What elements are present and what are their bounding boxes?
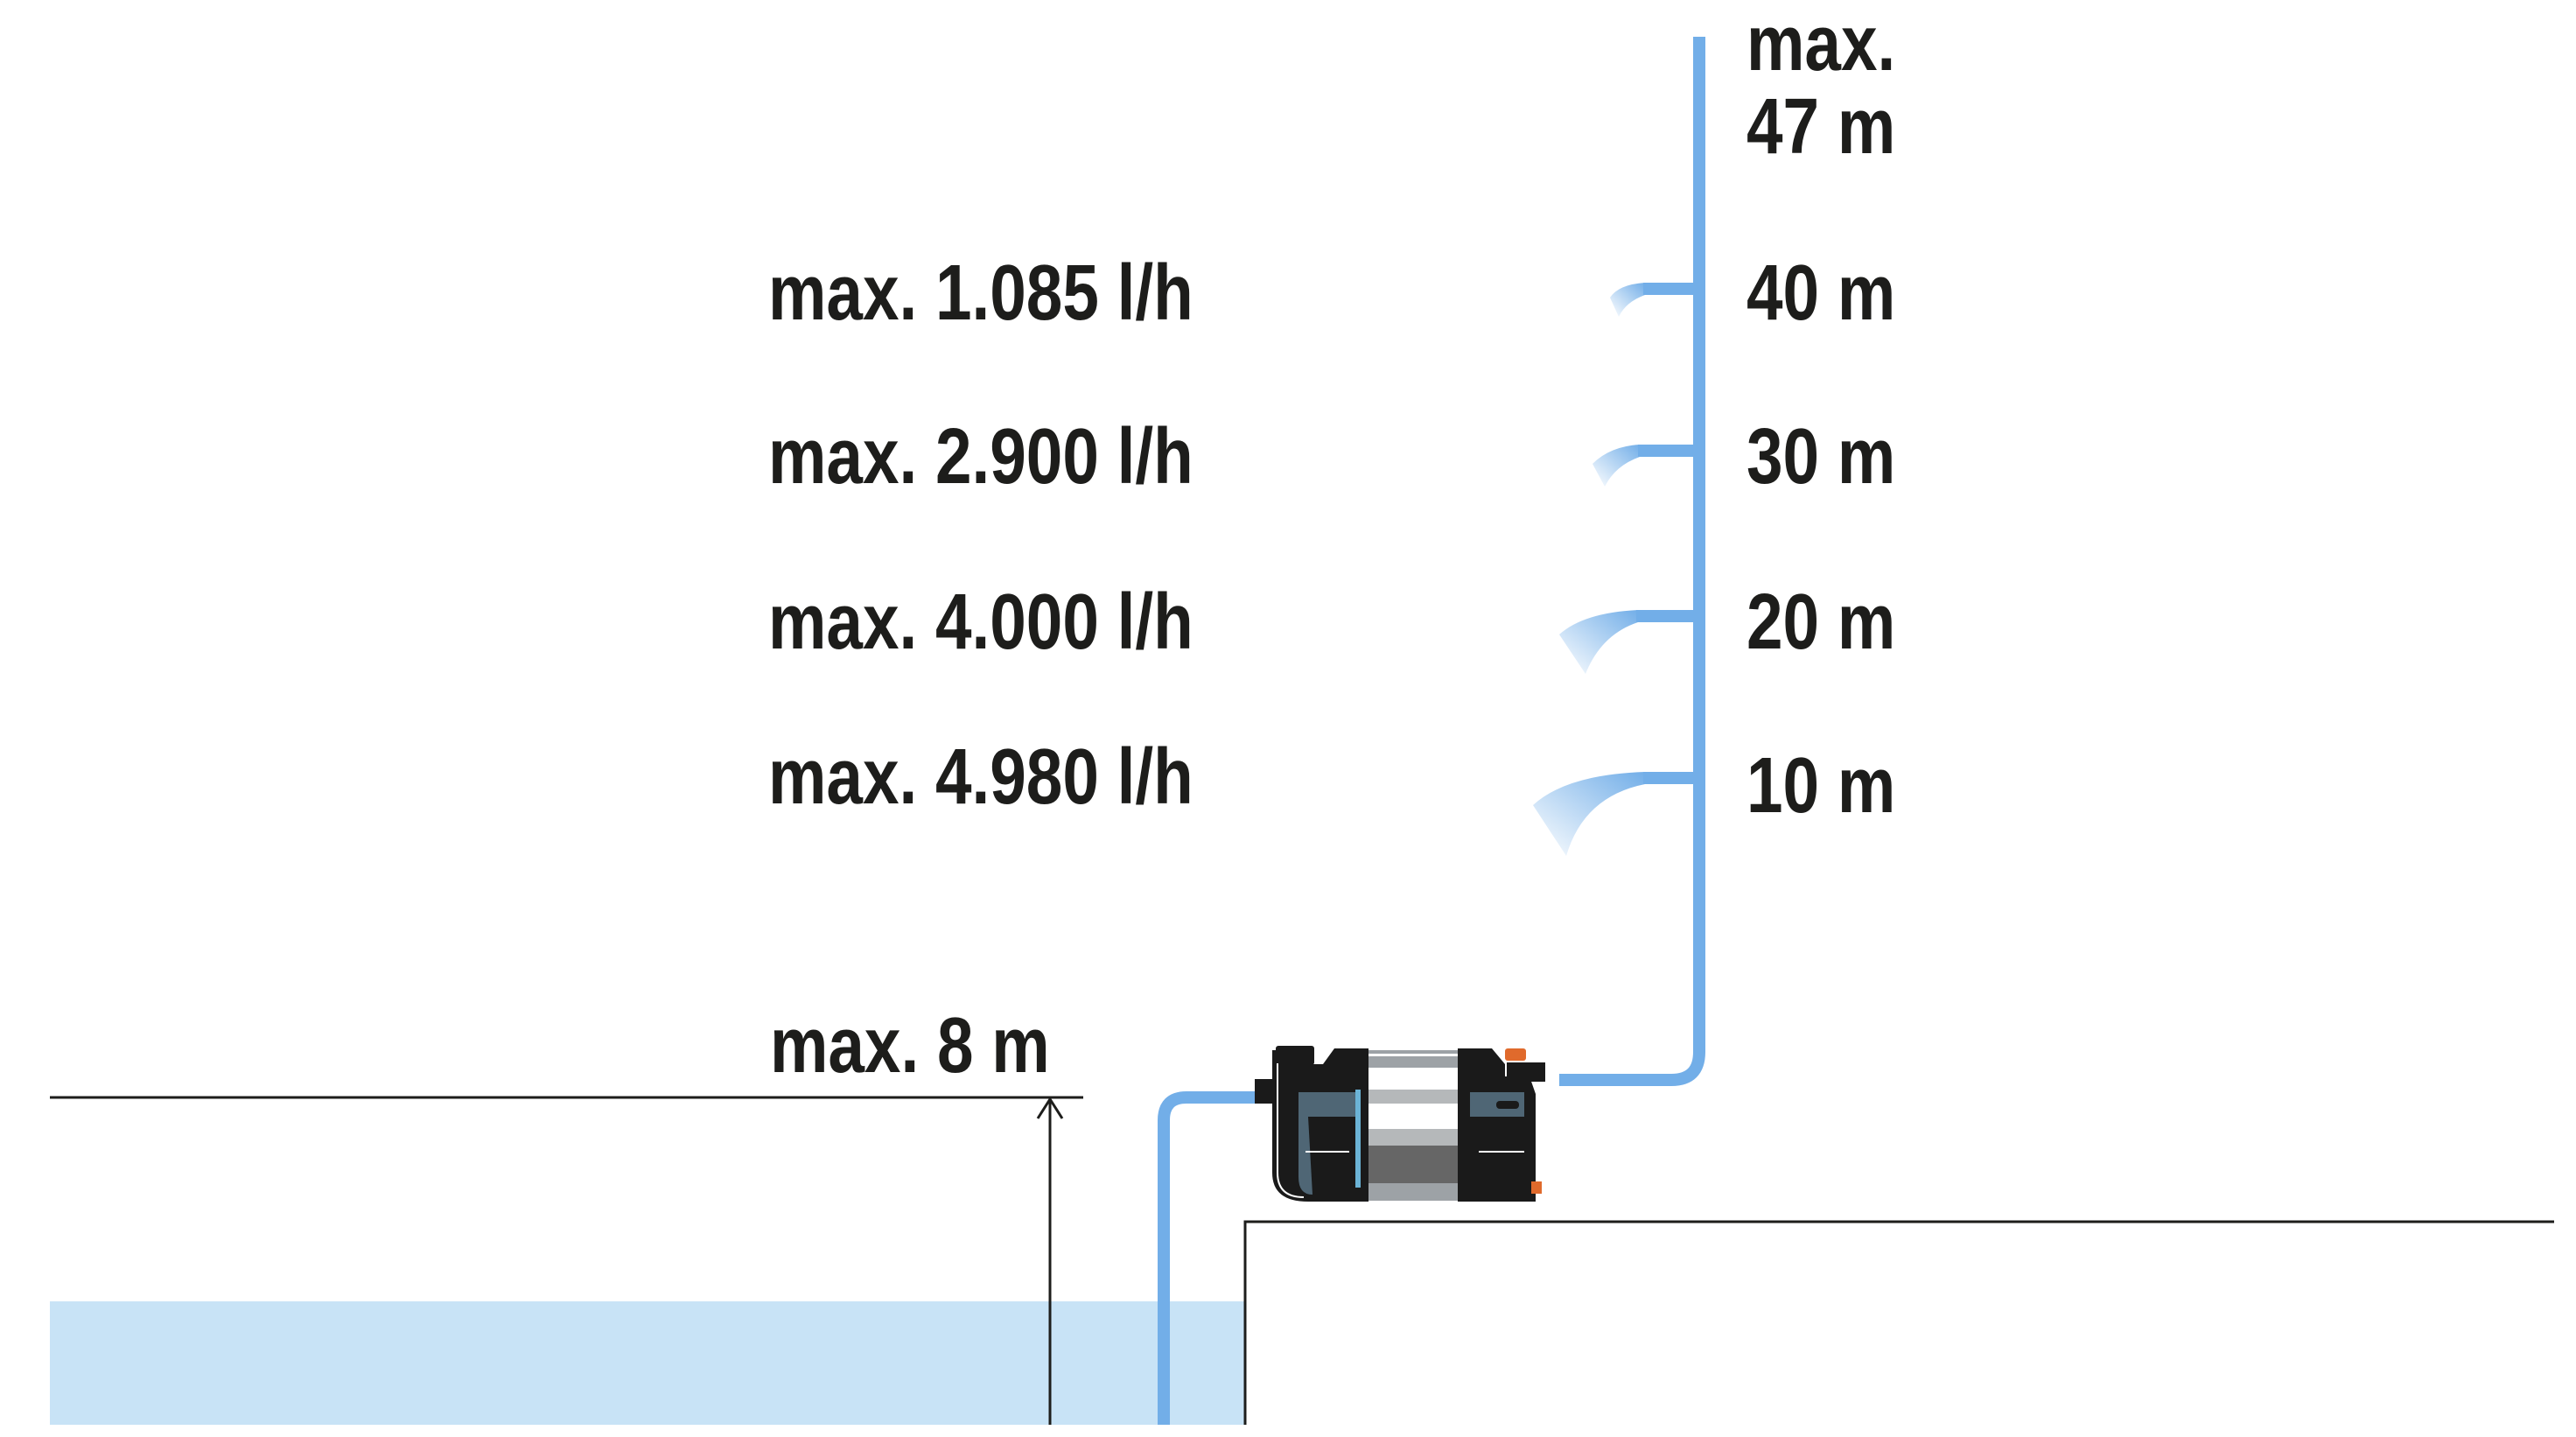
max-height-label-line2: 47 m xyxy=(1746,81,1895,170)
flow-label-20m: max. 4.000 l/h xyxy=(768,577,1194,665)
water-reservoir xyxy=(50,1301,1245,1425)
height-label-40m: 40 m xyxy=(1746,248,1895,336)
height-label-10m: 10 m xyxy=(1746,740,1895,829)
water-jet xyxy=(1559,610,1638,674)
flow-label-10m: max. 4.980 l/h xyxy=(768,732,1194,820)
max-height-label-line1: max. xyxy=(1746,0,1895,88)
water-jet xyxy=(1610,283,1645,317)
garden-pump-icon xyxy=(1255,1046,1545,1202)
water-jet xyxy=(1592,445,1640,487)
outlet-40m xyxy=(1610,283,1699,317)
suction-height-label: max. 8 m xyxy=(770,1000,1050,1089)
flow-label-40m: max. 1.085 l/h xyxy=(768,248,1194,336)
outlet-10m xyxy=(1533,772,1699,856)
flow-label-30m: max. 2.900 l/h xyxy=(768,411,1194,500)
ground-ledge xyxy=(1243,1220,2554,1425)
height-label-20m: 20 m xyxy=(1746,577,1895,665)
height-label-30m: 30 m xyxy=(1746,411,1895,500)
up-arrow-icon xyxy=(1036,1097,1064,1425)
outlet-20m xyxy=(1559,610,1699,674)
outlet-30m xyxy=(1592,445,1699,487)
suction-pipe xyxy=(1158,1091,1258,1425)
pressure-pipe xyxy=(1559,37,1705,1086)
water-jet xyxy=(1533,772,1645,856)
